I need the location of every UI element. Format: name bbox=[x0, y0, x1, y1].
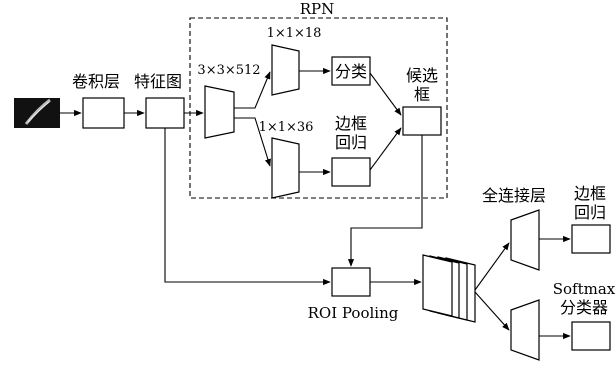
feature-map-label: 特征图 bbox=[134, 72, 182, 91]
edge-proposal-roi bbox=[351, 135, 422, 266]
edge-classify-proposal bbox=[370, 73, 401, 115]
edge-stack-fc-lower bbox=[475, 292, 509, 330]
proposal-label-1: 候选 bbox=[406, 66, 438, 85]
fc-lower-shape bbox=[511, 300, 539, 360]
dim-512-label: 3×3×512 bbox=[197, 63, 260, 78]
input-image bbox=[14, 98, 60, 128]
dim-18-label: 1×1×18 bbox=[267, 26, 322, 41]
softmax-label: Softmax bbox=[553, 280, 615, 298]
fc-upper-shape bbox=[511, 210, 539, 270]
conv-512-shape bbox=[205, 86, 234, 138]
proposal-box bbox=[403, 107, 441, 135]
out-bbox-box bbox=[572, 225, 610, 253]
classify-label: 分类 bbox=[335, 62, 367, 81]
edge-bbox-proposal bbox=[370, 128, 401, 170]
edge-stack-fc-upper bbox=[475, 243, 509, 290]
classifier-label: 分类器 bbox=[560, 298, 608, 317]
dim-36-label: 1×1×36 bbox=[259, 120, 314, 135]
rpn-bbox-label-2: 回归 bbox=[335, 133, 367, 152]
conv-18-shape bbox=[272, 45, 299, 95]
out-bbox-label-1: 边框 bbox=[574, 184, 606, 203]
conv-layers-box bbox=[83, 98, 124, 128]
rpn-bbox-box bbox=[332, 158, 370, 186]
out-bbox-label-2: 回归 bbox=[574, 203, 606, 222]
roi-feature-stack bbox=[423, 255, 475, 322]
feature-map-box bbox=[146, 98, 184, 128]
roi-pooling-box bbox=[332, 268, 370, 296]
fc-layer-label: 全连接层 bbox=[482, 186, 546, 205]
conv-36-shape bbox=[272, 138, 299, 198]
conv-layers-label: 卷积层 bbox=[72, 72, 120, 91]
softmax-box bbox=[572, 322, 610, 350]
proposal-label-2: 框 bbox=[414, 85, 430, 104]
rpn-bbox-label-1: 边框 bbox=[335, 114, 367, 133]
rpn-title: RPN bbox=[300, 0, 335, 18]
roi-pooling-label: ROI Pooling bbox=[308, 304, 399, 322]
